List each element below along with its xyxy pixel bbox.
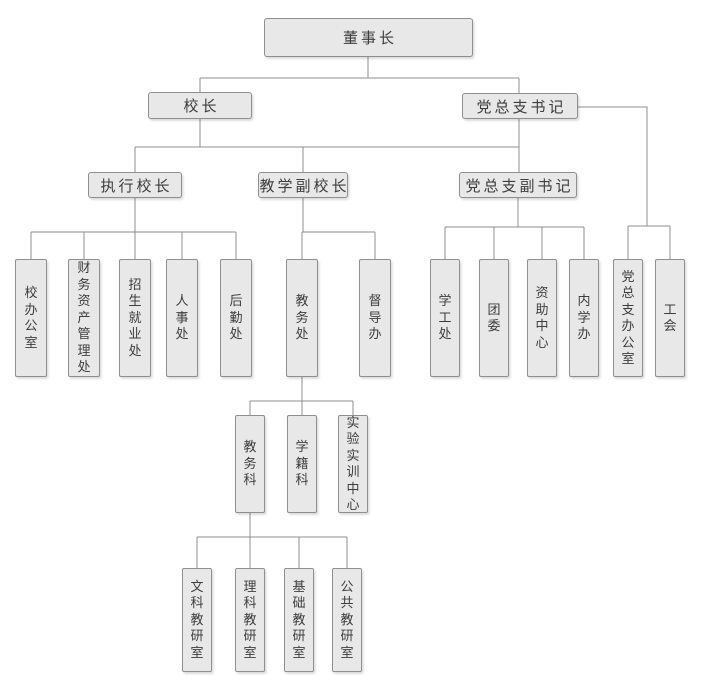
org-node-registrar-section: 学籍科 (287, 415, 317, 513)
org-node-teaching-vice-principal: 教学副校长 (258, 172, 348, 198)
org-node-aid-center: 资助中心 (527, 259, 557, 377)
org-node-science-teaching-office: 理科教研室 (235, 568, 265, 672)
org-node-academic-section: 教务科 (235, 415, 265, 513)
org-node-academic-affairs-office: 教务处 (286, 259, 318, 377)
org-node-party-secretary: 党总支书记 (462, 93, 578, 119)
org-node-deputy-party-secretary: 党总支副书记 (459, 172, 577, 198)
org-node-chairman: 董事长 (264, 18, 473, 57)
org-node-student-affairs-office: 学工处 (430, 259, 460, 377)
org-node-labor-union: 工 会 (655, 259, 690, 377)
org-node-logistics-office: 后勤处 (220, 259, 252, 377)
org-node-admissions-employment-office: 招生就业处 (119, 259, 151, 377)
org-node-lab-training-center: 实验实训中心 (338, 415, 368, 513)
org-node-finance-assets-office: 财务资产管理处 (68, 259, 100, 377)
org-node-public-teaching-office: 公共教研室 (332, 568, 362, 672)
org-node-school-office: 校办公室 (15, 259, 47, 377)
org-node-foundation-teaching-office: 基础教研室 (284, 568, 314, 672)
org-node-party-branch-office: 党总支办公室 (613, 259, 643, 377)
org-node-executive-principal: 执行校长 (88, 172, 182, 198)
org-node-youth-league: 团委 (479, 259, 509, 377)
org-node-principal: 校长 (148, 92, 252, 119)
org-node-liberal-arts-teaching-office: 文科教研室 (182, 568, 212, 672)
org-node-supervision-office: 督导办 (359, 259, 391, 377)
org-node-hr-office: 人事处 (166, 259, 198, 377)
org-node-internal-study-office: 内学办 (569, 259, 599, 377)
